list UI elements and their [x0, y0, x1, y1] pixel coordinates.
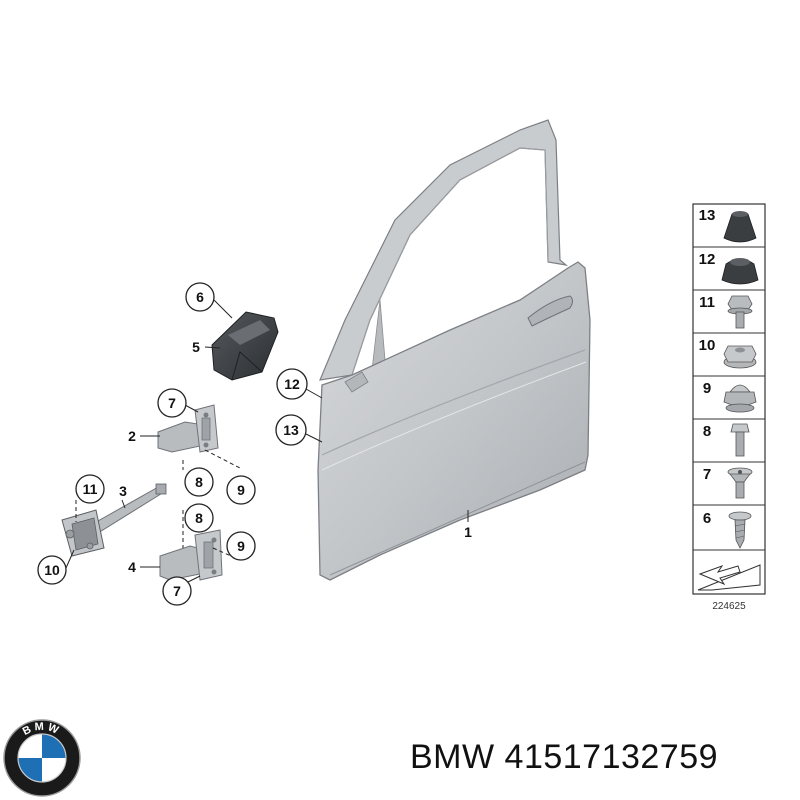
legend-arrow-row [697, 564, 761, 591]
upper-hinge [157, 404, 219, 453]
callout-10: 10 [37, 555, 67, 585]
cap-nut-icon [723, 384, 757, 413]
callout-label: 11 [83, 481, 98, 497]
callout-label: 4 [128, 559, 136, 575]
callout-7-upper: 7 [157, 388, 187, 418]
bmw-logo: BMW [3, 719, 81, 797]
callout-label: 8 [195, 474, 203, 490]
callout-label: 13 [283, 422, 299, 438]
callout-3: 3 [119, 483, 127, 499]
callout-9-lower: 9 [226, 531, 256, 561]
self-tapping-screw-icon [728, 511, 752, 549]
legend-row-10: 10 [699, 337, 757, 369]
legend-number: 9 [703, 380, 711, 397]
door-shell [317, 119, 591, 581]
countersunk-screw-icon [727, 467, 753, 499]
flange-nut-icon [723, 345, 757, 369]
callout-8-lower: 8 [184, 503, 214, 533]
legend-number: 10 [699, 337, 716, 354]
legend-row-9: 9 [703, 380, 757, 413]
legend-row-7: 7 [703, 466, 753, 499]
rubber-cap-icon [723, 213, 757, 243]
legend-row-11: 11 [699, 294, 753, 329]
leader-lines [65, 299, 469, 583]
legend-number: 8 [703, 423, 711, 440]
callout-label: 10 [44, 562, 60, 578]
legend-row-12: 12 [699, 251, 759, 285]
part-number-caption: BMW 41517132759 [410, 738, 719, 776]
legend-number: 11 [699, 294, 715, 311]
callout-4: 4 [128, 559, 136, 575]
callout-label: 3 [119, 483, 127, 499]
door-panel [317, 261, 591, 581]
callout-label: 9 [237, 538, 245, 554]
callout-5: 5 [192, 339, 200, 355]
callout-label: 12 [284, 376, 300, 392]
diagram-number: 224625 [712, 601, 746, 612]
callout-label: 8 [195, 510, 203, 526]
callout-label: 1 [464, 524, 472, 540]
callout-6: 6 [185, 282, 215, 312]
legend-row-8: 8 [703, 423, 750, 457]
bolt-icon [730, 423, 750, 457]
lower-hinge [159, 529, 223, 581]
callout-1: 1 [464, 524, 472, 540]
fastener-legend: 13 12 11 10 [692, 203, 766, 595]
callout-9-upper: 9 [226, 475, 256, 505]
callout-12: 12 [276, 368, 308, 400]
callout-8-upper: 8 [184, 467, 214, 497]
callout-label: 6 [196, 289, 204, 305]
door-handle [527, 295, 573, 327]
callout-7-lower: 7 [162, 576, 192, 606]
legend-row-6: 6 [703, 510, 752, 549]
callout-13: 13 [275, 414, 307, 446]
callout-label: 9 [237, 482, 245, 498]
legend-row-13: 13 [699, 207, 757, 243]
hex-bolt-icon [727, 295, 753, 329]
arrow-icon [697, 564, 761, 591]
door-bumper [211, 311, 279, 381]
door-check-strap [61, 483, 167, 557]
legend-number: 6 [703, 510, 711, 527]
callout-label: 2 [128, 428, 136, 444]
legend-number: 7 [703, 466, 711, 483]
legend-number: 12 [699, 251, 716, 268]
legend-number: 13 [699, 207, 716, 224]
callout-11: 11 [75, 474, 105, 504]
svg-text:BMW: BMW [21, 721, 63, 738]
callout-2: 2 [128, 428, 136, 444]
callout-label: 5 [192, 339, 200, 355]
logo-text: BMW [21, 721, 60, 738]
callout-label: 7 [173, 583, 181, 599]
callout-label: 7 [168, 395, 176, 411]
